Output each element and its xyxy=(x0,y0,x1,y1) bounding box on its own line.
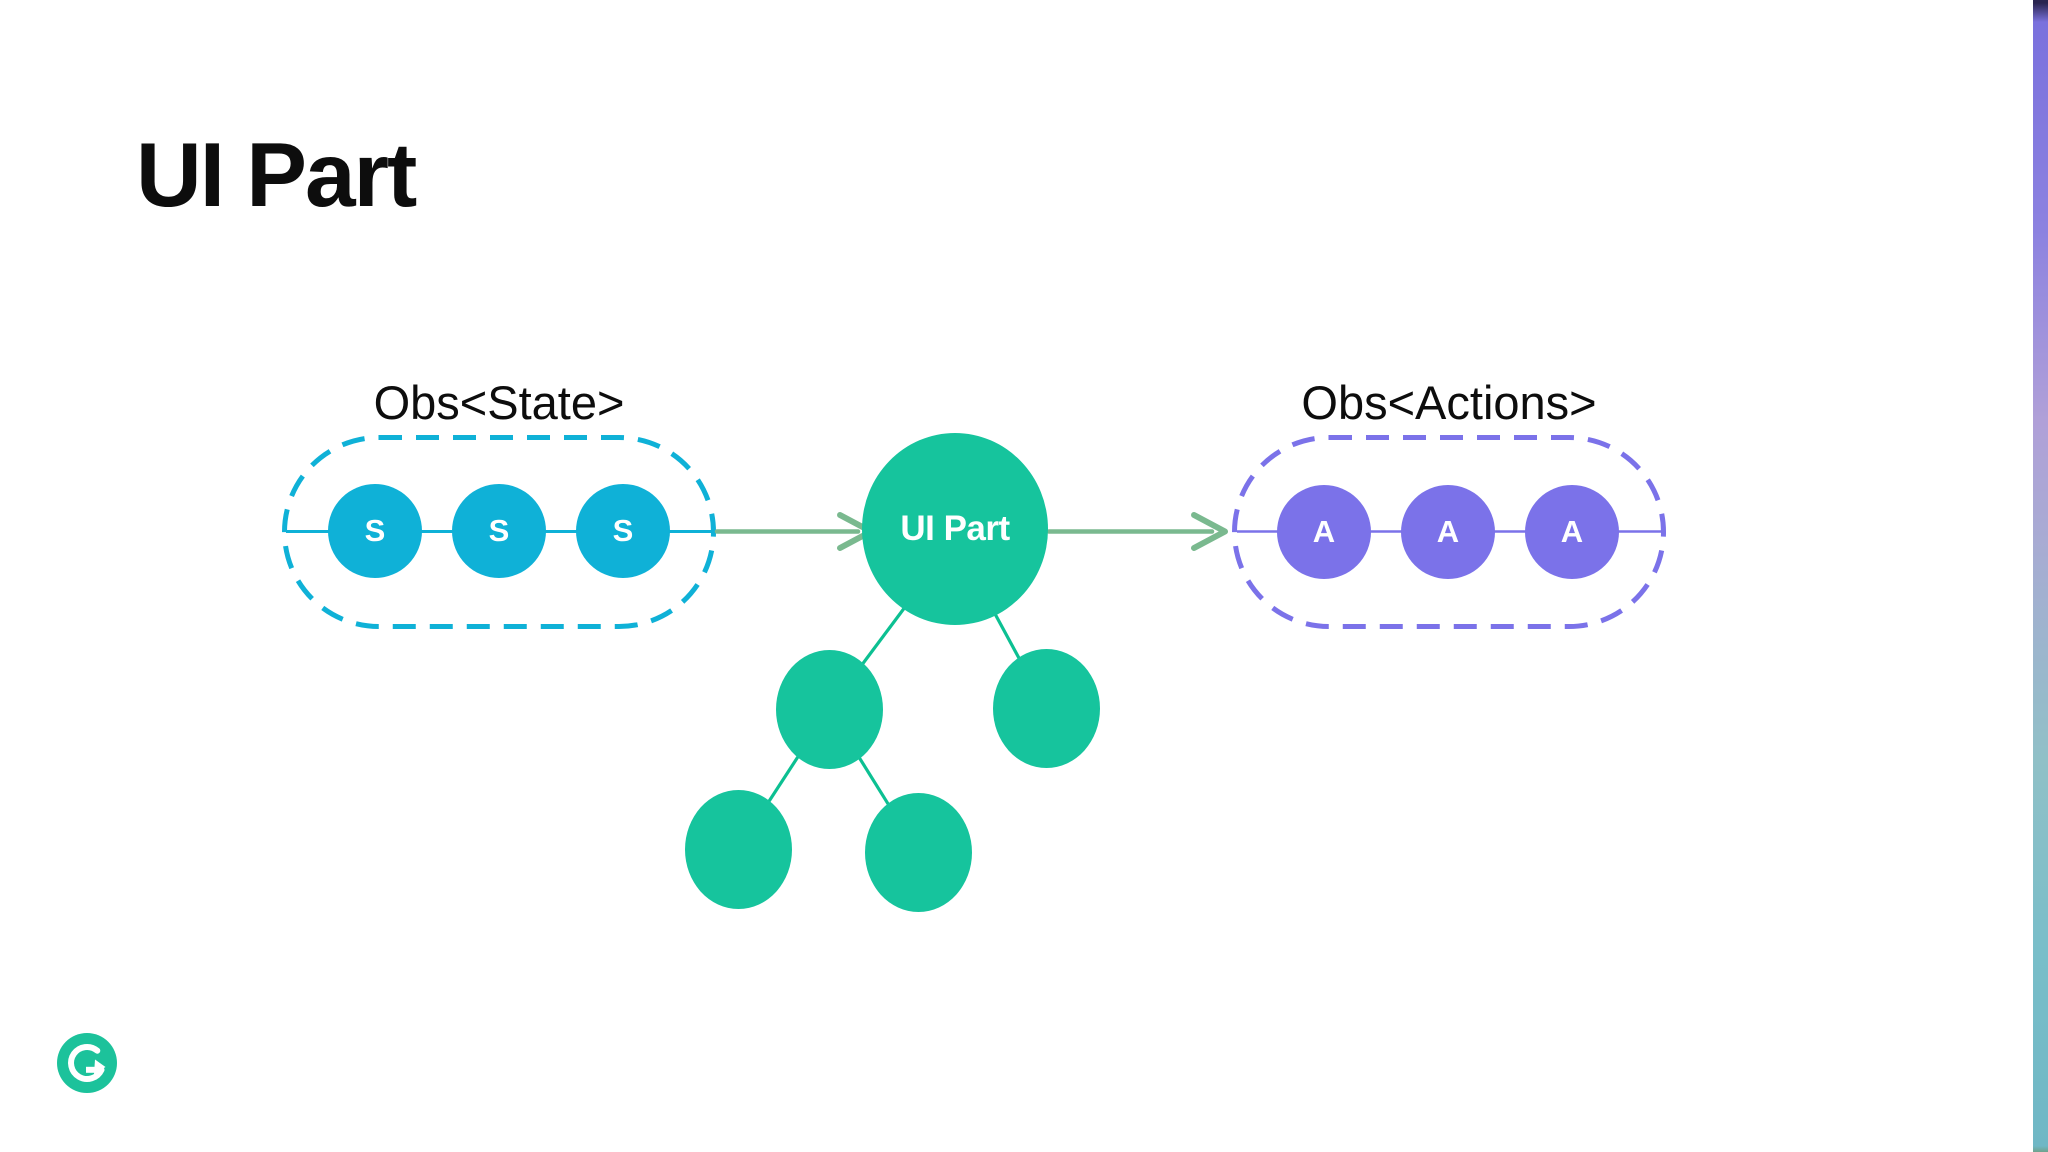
page-title: UI Part xyxy=(136,125,417,226)
state-node: S xyxy=(452,484,546,578)
action-node-label: A xyxy=(1560,514,1584,549)
tree-node xyxy=(776,650,883,769)
state-node: S xyxy=(328,484,422,578)
state-node: S xyxy=(576,484,670,578)
root-node: UI Part xyxy=(862,433,1048,625)
actions-group-label: Obs<Actions> xyxy=(1301,376,1597,429)
tree-node xyxy=(865,793,972,912)
state-node-label: S xyxy=(488,513,510,548)
action-node: A xyxy=(1277,485,1371,579)
arrow-state-to-root xyxy=(714,512,874,551)
action-node: A xyxy=(1401,485,1495,579)
action-node-label: A xyxy=(1312,514,1336,549)
grammarly-logo-icon xyxy=(57,1033,117,1093)
action-node: A xyxy=(1525,485,1619,579)
tree-node xyxy=(685,790,792,909)
action-node-label: A xyxy=(1436,514,1460,549)
root-node-label: UI Part xyxy=(900,509,1010,548)
tree-node xyxy=(993,649,1100,768)
state-group-label: Obs<State> xyxy=(373,376,625,429)
state-node-label: S xyxy=(364,513,386,548)
edge-gradient-bar xyxy=(2033,0,2048,1152)
arrow-root-to-actions xyxy=(1046,512,1228,551)
grammarly-logo xyxy=(57,1033,117,1093)
state-node-label: S xyxy=(612,513,634,548)
